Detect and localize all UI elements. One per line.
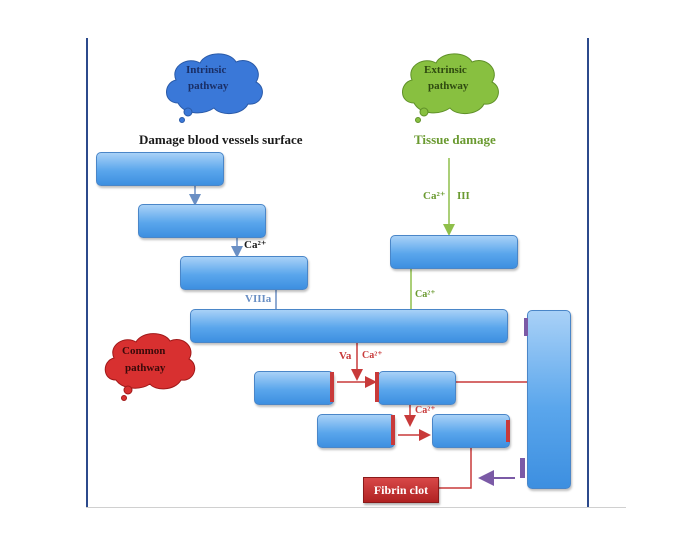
extrinsic-heading: Tissue damage <box>414 132 496 147</box>
common-cloud-line1: Common <box>122 345 166 357</box>
frame-left-line <box>86 38 88 508</box>
intrinsic-heading: Damage blood vessels surface <box>139 132 303 147</box>
iii-label: III <box>457 190 470 202</box>
common-pathway-cloud <box>104 333 196 401</box>
common-line-to-fibrin <box>438 447 472 489</box>
common-box-mid-2-marker <box>506 420 510 442</box>
common-box-mid-2 <box>432 414 510 448</box>
common-box-mid-1-marker <box>375 372 379 402</box>
common-cloud-line2: pathway <box>125 362 166 374</box>
extrinsic-cloud-line1: Extrinsic <box>424 64 467 76</box>
intrinsic-pathway-cloud <box>166 53 263 123</box>
extrinsic-pathway-cloud <box>402 53 499 123</box>
tall-box-marker-top <box>524 318 528 336</box>
intrinsic-box-3 <box>180 256 308 290</box>
intrinsic-box-1 <box>96 152 224 186</box>
tall-box-marker-bottom <box>520 458 525 478</box>
common-box-left-2 <box>317 414 395 448</box>
ca-common-2-label: Ca²⁺ <box>415 405 436 416</box>
ca-common-1-label: Ca²⁺ <box>362 350 383 361</box>
frame-bottom-line <box>86 507 626 508</box>
fibrin-clot-box: Fibrin clot <box>363 477 439 503</box>
common-box-mid-1 <box>378 371 456 405</box>
extrinsic-box-1 <box>390 235 518 269</box>
frame-right-line <box>587 38 589 508</box>
ca-extrinsic-mid-label: Ca²⁺ <box>415 289 436 300</box>
common-box-left-2-marker <box>391 415 395 445</box>
viiia-label: VIIIa <box>245 293 272 305</box>
common-box-left-1 <box>254 371 334 405</box>
extrinsic-cloud-line2: pathway <box>428 80 469 92</box>
ca-intrinsic-label: Ca²⁺ <box>244 239 267 251</box>
intrinsic-cloud-line1: Intrinsic <box>186 64 227 76</box>
intrinsic-cloud-line2: pathway <box>188 80 229 92</box>
va-label: Va <box>339 350 352 362</box>
tall-right-box <box>527 310 571 489</box>
ca-extrinsic-top-label: Ca²⁺ <box>423 190 446 202</box>
common-wide-box <box>190 309 508 343</box>
common-box-left-1-marker <box>330 372 334 402</box>
intrinsic-box-2 <box>138 204 266 238</box>
